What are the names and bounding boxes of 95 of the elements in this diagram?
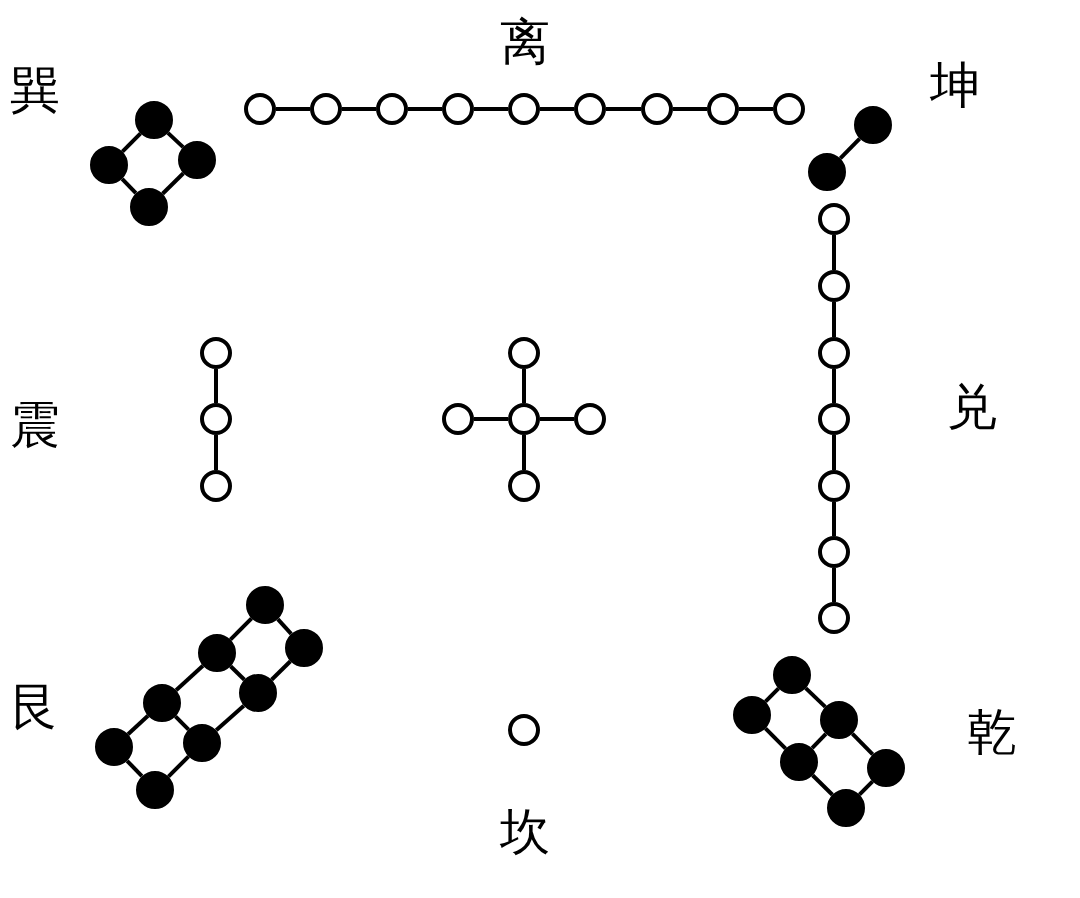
connector-line [270,659,292,682]
filled-dot [143,684,181,722]
filled-dot [90,146,128,184]
open-circle [508,403,540,435]
open-circle [200,470,232,502]
connector-line [858,780,874,796]
open-circle [574,93,606,125]
connector-line [276,617,293,636]
trigram-label: 乾 [967,707,1017,757]
connector-line [161,171,185,196]
connector-line [408,107,442,111]
open-circle [508,337,540,369]
filled-dot [285,629,323,667]
connector-line [229,617,253,641]
connector-line [804,686,827,709]
connector-line [214,704,246,732]
open-circle [508,470,540,502]
open-circle [574,403,606,435]
connector-line [214,369,218,403]
open-circle [818,470,850,502]
connector-line [474,417,508,421]
filled-dot [95,728,133,766]
filled-dot [183,724,221,762]
filled-dot [820,701,858,739]
connector-line [739,107,773,111]
filled-dot [854,106,892,144]
connector-line [540,107,574,111]
connector-line [276,107,310,111]
connector-line [832,302,836,337]
filled-dot [135,101,173,139]
connector-line [838,137,862,160]
connector-line [474,107,508,111]
trigram-label: 艮 [10,682,60,732]
connector-line [166,131,185,149]
filled-dot [198,634,236,672]
open-circle [244,93,276,125]
open-circle [818,203,850,235]
filled-dot [867,749,905,787]
filled-dot [246,586,284,624]
connector-line [167,755,190,778]
open-circle [376,93,408,125]
trigram-label: 离 [500,17,550,67]
connector-line [120,177,138,195]
connector-line [764,727,787,750]
connector-line [832,369,836,403]
connector-line [174,664,205,692]
open-circle [818,337,850,369]
filled-dot [808,153,846,191]
connector-line [126,714,150,736]
filled-dot [136,771,174,809]
open-circle [818,403,850,435]
connector-line [121,132,142,153]
connector-line [832,502,836,536]
connector-line [606,107,641,111]
filled-dot [130,188,168,226]
open-circle [707,93,739,125]
connector-line [764,687,780,703]
filled-dot [773,656,811,694]
filled-dot [239,674,277,712]
connector-line [522,369,526,403]
open-circle [818,602,850,634]
open-circle [310,93,342,125]
open-circle [508,714,540,746]
open-circle [200,337,232,369]
open-circle [200,403,232,435]
trigram-label: 震 [10,400,60,450]
open-circle [818,536,850,568]
open-circle [442,93,474,125]
connector-line [850,732,875,756]
filled-dot [178,141,216,179]
connector-line [125,759,144,778]
open-circle [641,93,673,125]
open-circle [442,403,474,435]
open-circle [508,93,540,125]
filled-dot [827,789,865,827]
connector-line [342,107,376,111]
connector-line [174,715,190,731]
connector-line [522,435,526,470]
filled-dot [780,743,818,781]
connector-line [810,732,828,750]
connector-line [832,435,836,470]
trigram-label: 坎 [500,807,550,857]
trigram-label: 兑 [947,382,997,432]
trigram-label: 巽 [10,65,60,115]
connector-line [229,664,246,682]
open-circle [818,270,850,302]
connector-line [811,773,834,797]
connector-line [832,235,836,270]
connector-line [832,568,836,602]
trigram-label: 坤 [930,60,980,110]
connector-line [673,107,707,111]
open-circle [773,93,805,125]
connector-line [540,417,574,421]
filled-dot [733,696,771,734]
connector-line [214,435,218,470]
